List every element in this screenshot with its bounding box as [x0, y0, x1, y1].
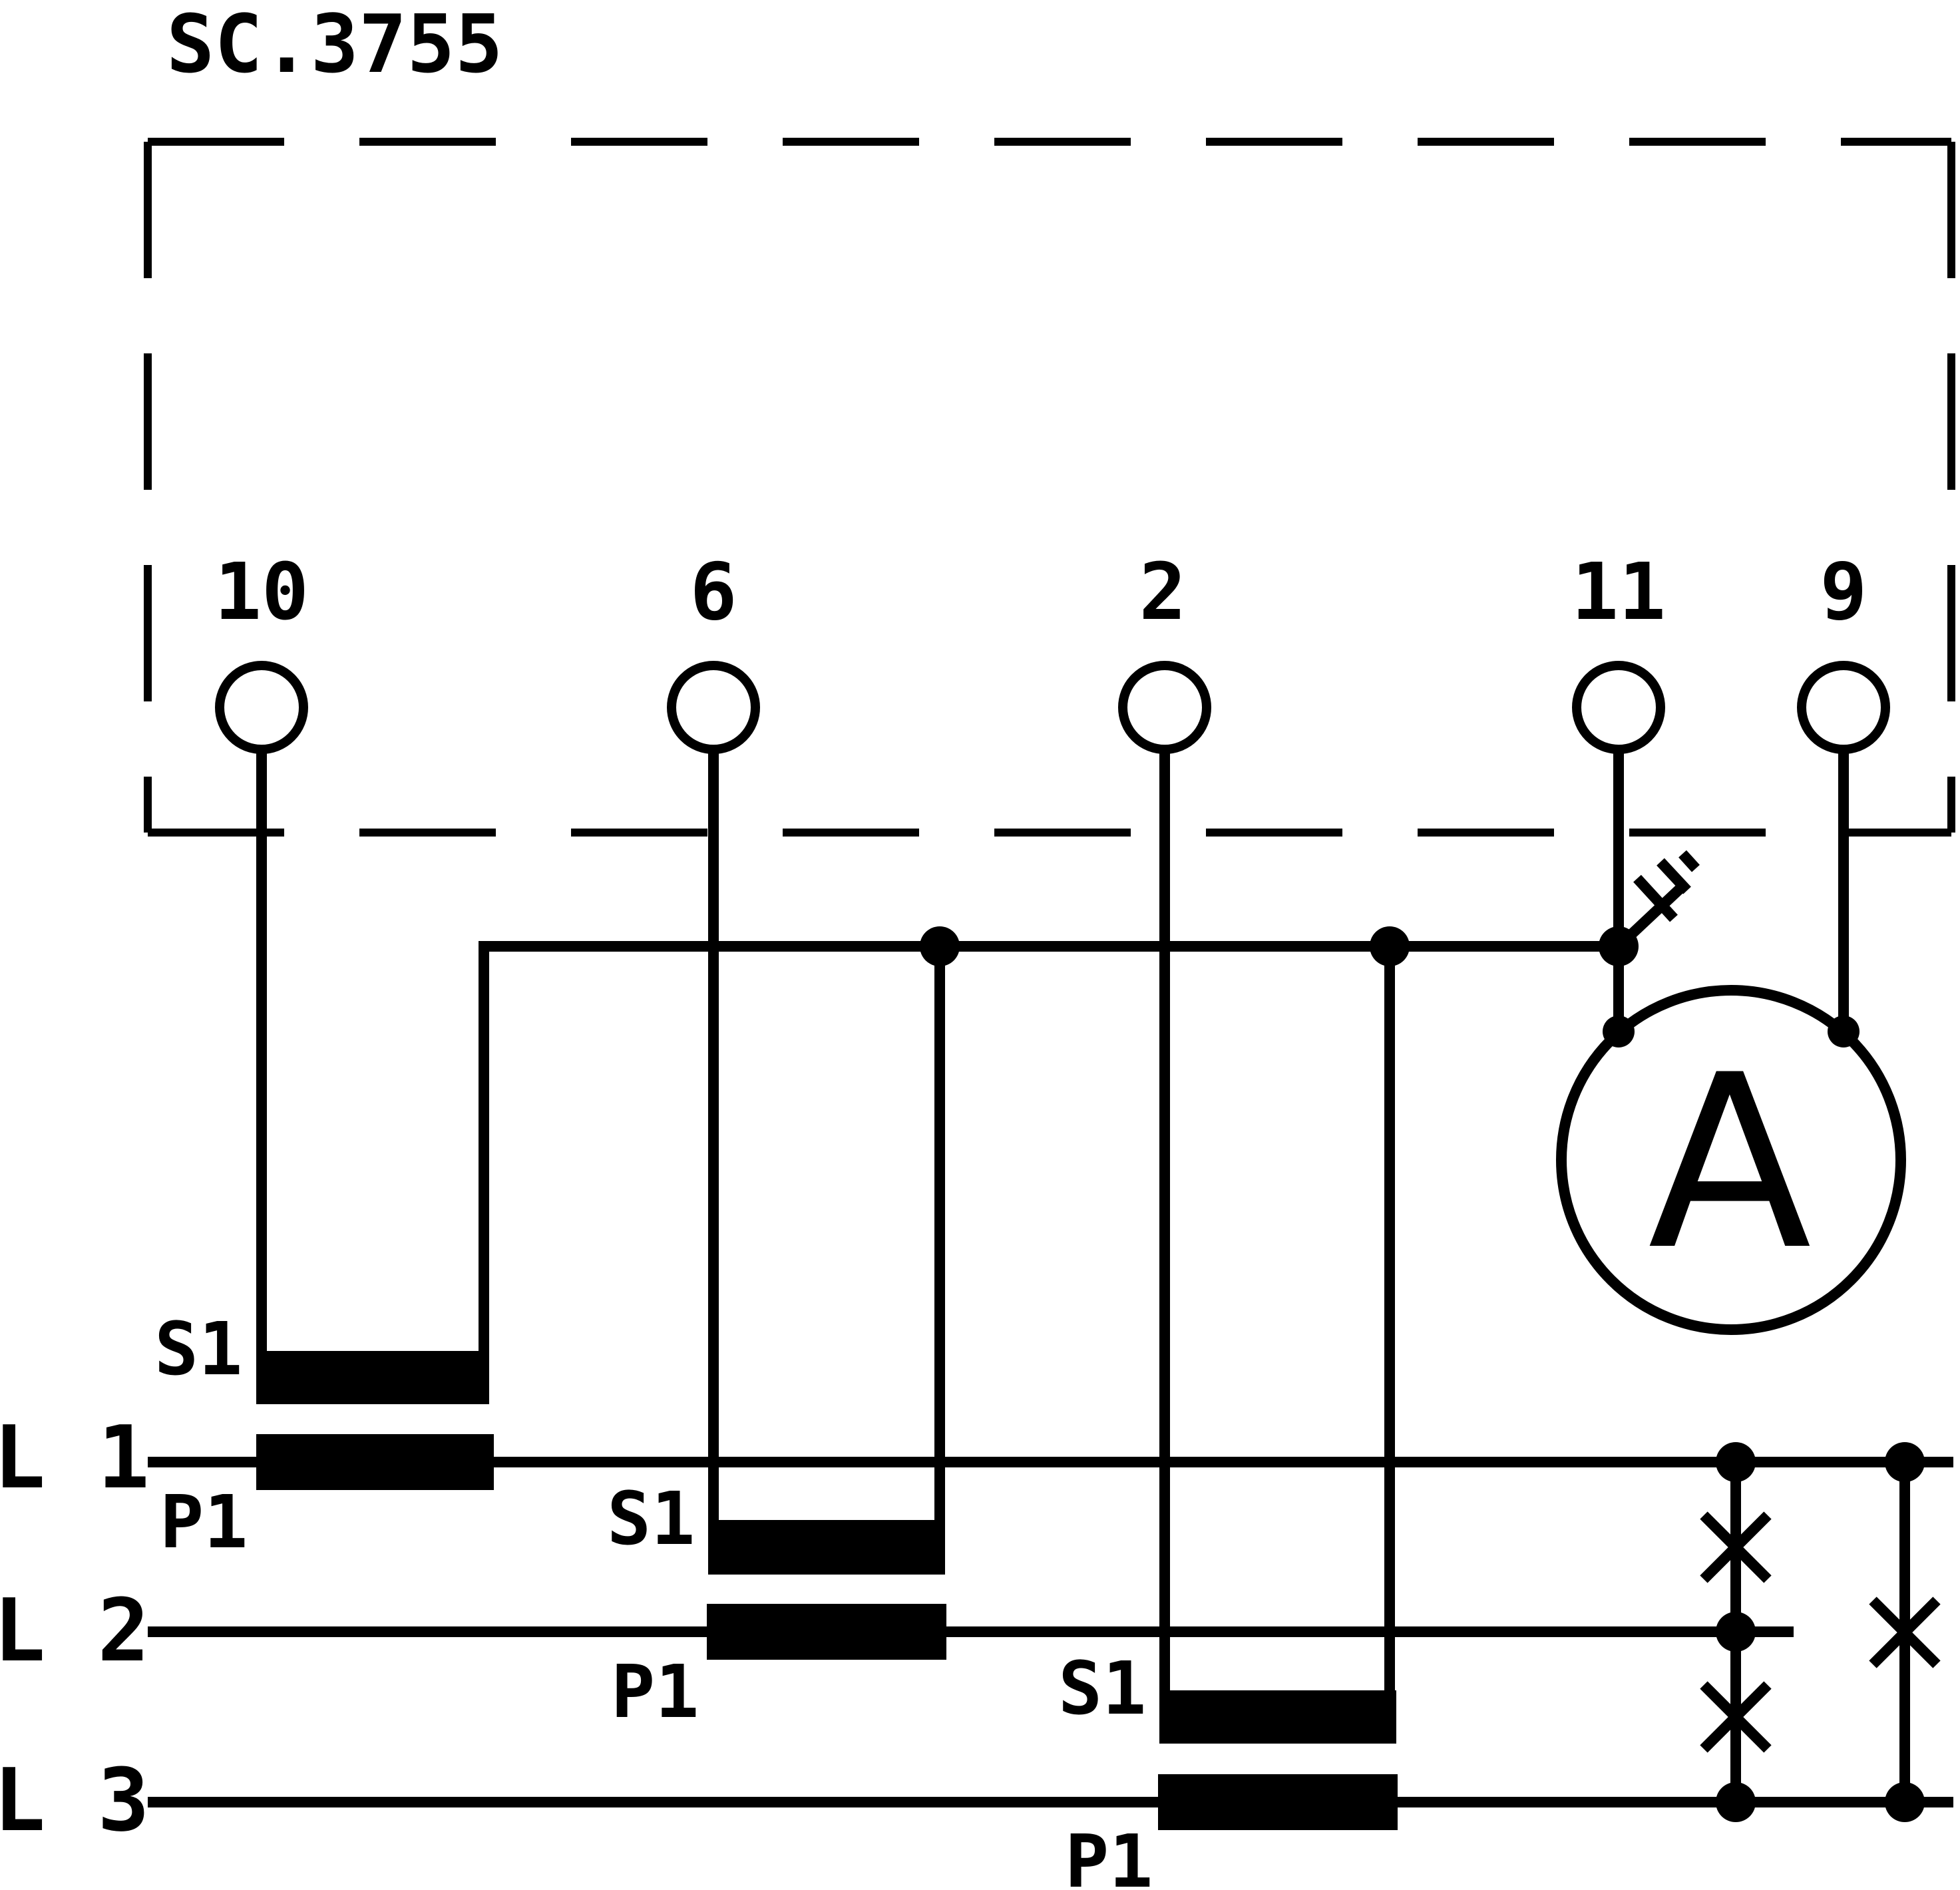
cross-mark-icon-3: [1869, 1597, 1941, 1668]
ct2-p1-label: P1: [611, 1649, 699, 1734]
cross-mark-icon-1: [1700, 1511, 1772, 1583]
phase-label-l1: L 1: [0, 1407, 150, 1508]
terminal-2: [1118, 661, 1211, 754]
cross-mark-icon-2: [1700, 1681, 1772, 1753]
terminal-label-6: 6: [689, 546, 737, 638]
ct2-s1-label: S1: [607, 1476, 695, 1561]
terminal-11: [1572, 661, 1665, 754]
ammeter-circle: [1556, 985, 1906, 1335]
common-bus-wire: [479, 941, 1619, 1351]
ammeter-icon: A: [1648, 1024, 1813, 1302]
terminal-10: [215, 661, 308, 754]
ct-3: [1158, 1690, 1398, 1830]
terminal-label-11: 11: [1571, 546, 1666, 638]
terminal-9: [1797, 661, 1890, 754]
ct3-p1-label: P1: [1065, 1819, 1153, 1890]
enclosure-dashed-box: [144, 138, 1955, 837]
terminal-wires: [256, 751, 1849, 1690]
ct1-p1-label: P1: [160, 1479, 248, 1565]
junction-dots: [920, 926, 1925, 1822]
phase-label-l3: L 3: [0, 1750, 150, 1851]
terminal-label-10: 10: [214, 546, 309, 638]
ct-2: [707, 1520, 946, 1660]
terminal-label-9: 9: [1820, 546, 1867, 638]
ct-1: [256, 1351, 494, 1490]
terminal-label-2: 2: [1139, 546, 1186, 638]
ct1-s1-label: S1: [154, 1306, 242, 1392]
terminal-6: [667, 661, 760, 754]
phase-label-l2: L 2: [0, 1580, 150, 1681]
earth-icon: [1615, 850, 1700, 950]
ct3-s1-label: S1: [1058, 1646, 1146, 1731]
diagram-title: SC.3755: [166, 0, 503, 91]
